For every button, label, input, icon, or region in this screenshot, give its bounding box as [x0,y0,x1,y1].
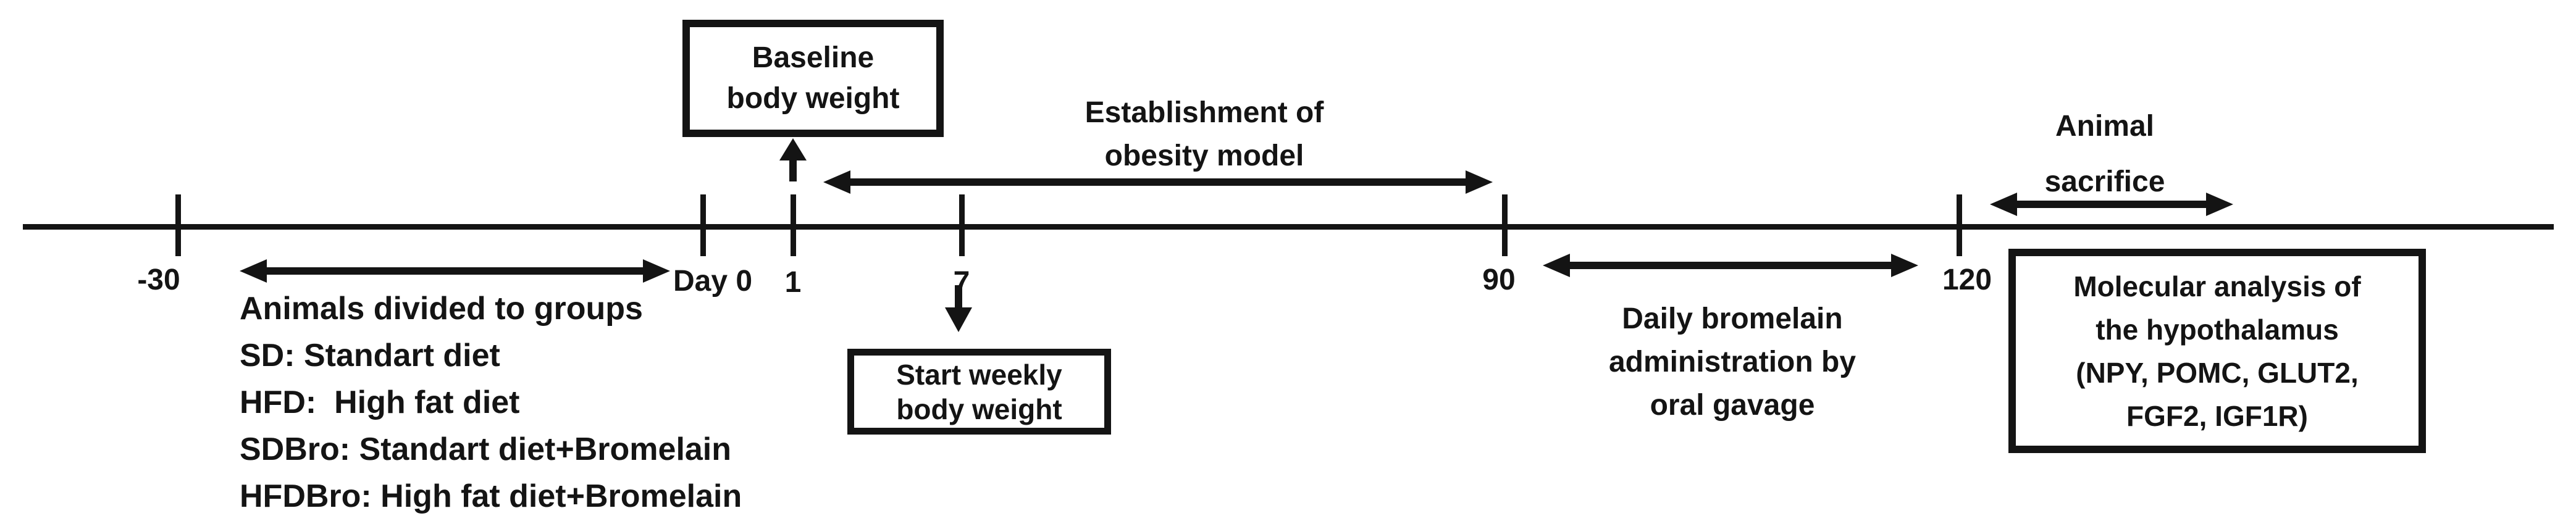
arrow-shaft [267,267,643,275]
annotation-line: administration by [1608,346,1856,378]
tick-label-day90: 90 [1482,264,1516,296]
arrowhead-right-icon [643,259,670,283]
box-text-line: FGF2, IGF1R) [2126,399,2308,432]
box-text-line: Molecular analysis of [2073,270,2361,302]
arrowhead-down-icon [945,307,972,332]
arrowhead-up-icon [779,138,807,160]
tick-day7 [959,194,965,256]
arrowhead-left-icon [1990,193,2017,216]
arrow-shaft [789,160,797,181]
obesity-span-arrow [823,170,1493,194]
group-item-sdbro: SDBro: Standart diet+Bromelain [240,431,732,467]
sacrifice-span-arrow [1990,193,2233,216]
group-item-sd: SD: Standart diet [240,338,500,373]
annotation-line: Animal [2055,110,2155,143]
tick-label-day120: 120 [1942,264,1992,296]
box-text-line: the hypothalamus [2096,313,2339,346]
tick-label-minus30: -30 [137,264,180,296]
arrowhead-left-icon [1543,254,1570,277]
molecular-analysis-box: Molecular analysis of the hypothalamus (… [2008,249,2426,453]
start-weekly-body-weight-box: Start weekly body weight [847,349,1111,435]
arrowhead-right-icon [2206,193,2233,216]
annotation-line: sacrifice [2044,165,2165,198]
baseline-body-weight-box: Baseline body weight [682,20,944,137]
box-text-line: Baseline [752,41,875,74]
bromelain-span-arrow [1543,254,1918,277]
daily-bromelain-label: Daily bromelain administration by oral g… [1547,298,1918,427]
group-item-hfd: HFD: High fat diet [240,385,520,420]
arrowhead-right-icon [1891,254,1918,277]
tick-day1 [791,194,796,256]
arrowhead-left-icon [823,170,850,194]
baseline-pointer-arrow [779,138,807,181]
groups-span-arrow [240,259,670,283]
group-item-hfdbro: HFDBro: High fat diet+Bromelain [240,478,742,514]
box-text-line: (NPY, POMC, GLUT2, [2076,356,2359,389]
tick-day120 [1957,194,1962,256]
arrow-shaft [2017,201,2206,208]
arrow-shaft [1570,262,1891,269]
groups-legend: Animals divided to groups SD: Standart d… [240,285,919,520]
arrowhead-left-icon [240,259,267,283]
tick-label-day0: Day 0 [673,265,753,298]
box-text-line: Start weekly [896,358,1062,391]
groups-heading: Animals divided to groups [240,291,643,327]
weekly-pointer-arrow [945,285,972,332]
arrow-shaft [850,178,1466,186]
arrow-shaft [955,285,962,307]
annotation-line: obesity model [1104,140,1304,172]
animal-sacrifice-label: Animal sacrifice [2012,99,2197,210]
tick-minus30 [175,194,181,256]
box-text-line: body weight [896,393,1062,425]
arrowhead-right-icon [1466,170,1493,194]
box-text-line: body weight [726,82,900,115]
tick-label-day1: 1 [784,266,802,299]
tick-day90 [1502,194,1508,256]
annotation-line: Establishment of [1085,96,1324,129]
establishment-obesity-label: Establishment of obesity model [988,91,1420,178]
annotation-line: Daily bromelain [1622,302,1843,335]
tick-day0 [700,194,706,256]
annotation-line: oral gavage [1650,389,1815,422]
timeline-axis [23,224,2554,230]
